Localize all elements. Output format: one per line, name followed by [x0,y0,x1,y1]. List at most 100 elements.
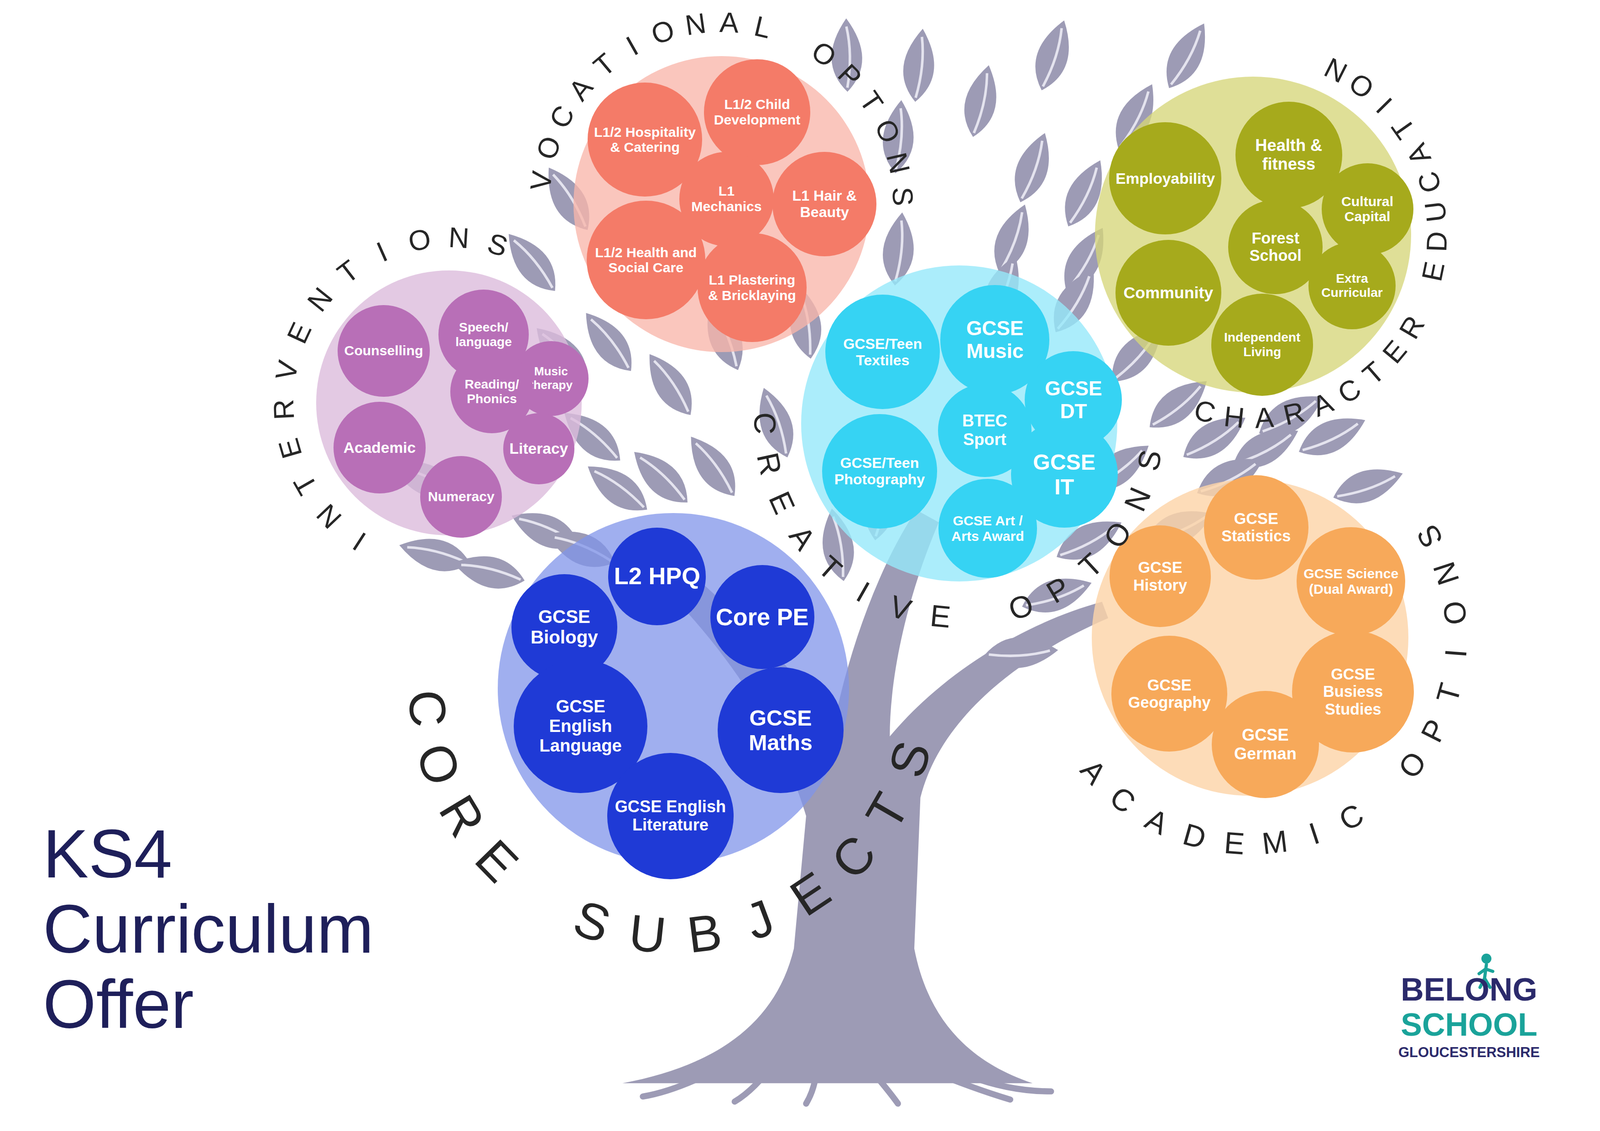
subject-label: Academic [343,439,416,457]
subject-circle: Community [1115,239,1222,347]
root [969,1076,1052,1093]
heading-letter: S [888,186,918,207]
heading-letter: E [781,863,839,925]
subject-label: L1/2 Child Development [710,96,805,128]
heading-letter [1409,291,1440,310]
heading-letter: V [271,358,303,383]
heading-letter: T [288,470,323,500]
heading-letter: T [588,48,621,82]
heading-letter: C [1190,395,1219,429]
leaf [623,441,699,514]
subject-label: GCSE Science (Dual Award) [1302,566,1400,598]
tree-roots [642,1061,1052,1105]
subject-circle: GCSE/Teen Photography [822,414,937,529]
subject-label: Community [1123,283,1214,303]
heading-letter: E [1222,827,1246,860]
option-group-circle: L2 HPQCore PEGCSE BiologyGCSE English La… [497,513,849,865]
heading-letter: I [852,576,875,608]
heading-letter: A [1308,387,1337,422]
heading-letter: J [739,891,781,949]
option-group-circle: GCSE/Teen TextilesGCSE MusicGCSE DTBTEC … [801,265,1118,582]
leaf [983,635,1059,671]
root [734,1061,776,1102]
subject-label: L1 Mechanics [685,183,767,215]
option-group-circle: GCSE StatisticsGCSE HistoryGCSE Science … [1091,479,1408,796]
subject-circle: Counselling [337,305,430,397]
logo-text: SCHOOL [1386,1009,1552,1042]
heading-letter: V [526,169,557,193]
subject-circle: L1/2 Health and Social Care [586,200,706,320]
heading-letter: N [448,223,471,253]
subject-circle: GCSE Science (Dual Award) [1296,527,1406,636]
subject-label: GCSE English Literature [613,797,727,835]
heading-letter: D [1179,818,1210,855]
subject-label: GCSE Maths [726,705,835,756]
subject-label: Cultural Capital [1328,193,1407,225]
subject-circle: Literacy [503,413,575,485]
subject-label: L1 Plastering & Bricklaying [703,272,801,304]
subject-circle: L2 HPQ [608,527,706,626]
heading-letter: B [684,906,725,961]
subject-label: GCSE/Teen Textiles [831,335,934,369]
heading-letter: O [407,737,469,792]
heading-letter: E [273,435,307,462]
heading-letter: T [854,86,889,118]
heading-letter: O [870,115,906,148]
subject-circle: GCSE Art / Arts Award [938,479,1038,579]
leaf [1005,127,1060,208]
subject-circle: GCSE English Literature [607,753,734,880]
heading-letter: C [400,687,455,730]
subject-label: Literacy [509,440,569,458]
heading-letter: T [332,255,365,289]
heading-letter: C [1332,373,1366,409]
subject-label: Counselling [344,343,424,359]
heading-letter: U [626,906,669,962]
heading-letter [1370,779,1398,809]
heading-letter: I [348,527,371,557]
heading-letter: L [751,11,774,43]
root [806,1066,817,1105]
heading-letter: E [282,318,317,348]
heading-letter: E [1377,335,1412,369]
subject-label: GCSE German [1219,726,1312,764]
heading-letter: N [683,8,709,40]
heading-letter: I [621,31,643,61]
subject-label: GCSE History [1116,558,1204,595]
subject-circle: GCSE Geography [1111,635,1228,752]
heading-letter: H [1222,401,1246,433]
subject-label: GCSE Biology [519,606,610,648]
option-group-circle: L1/2 Hospitality & Catering L1/2 Child De… [573,56,870,353]
heading-letter: R [1393,311,1429,344]
logo-text: GLOUCESTERSHIRE [1386,1045,1552,1060]
heading-letter: S [1411,520,1448,553]
subject-circle: Extra Curricular [1308,242,1396,330]
heading-letter: R [430,787,494,846]
logo-text: BELONG [1386,974,1552,1006]
heading-letter: C [1104,781,1142,819]
heading-letter: S [1132,447,1167,474]
subject-circle: L1/2 Child Development [703,59,811,166]
heading-letter: D [1422,230,1452,253]
subject-circle: L1 Hair & Beauty [772,151,877,257]
subject-circle: GCSE Statistics [1203,475,1309,580]
heading-letter: S [880,735,940,783]
heading-letter: O [531,133,566,164]
subject-circle: Academic [333,401,426,494]
heading-letter: A [563,72,599,106]
heading-letter: O [406,224,433,257]
option-group-circle: CounsellingSpeech/ languageMusic therapy… [316,270,582,537]
heading-letter: P [833,58,867,93]
leaf [449,548,529,596]
heading-letter: O [1343,67,1379,105]
page-title: KS4 Curriculum Offer [42,816,454,1043]
leaf [958,62,1004,141]
subject-label: GCSE Geography [1117,676,1221,712]
subject-label: GCSE/Teen Photography [828,454,931,488]
heading-letter [975,600,988,632]
heading-letter: P [1415,714,1453,747]
subject-label: BTEC Sport [945,411,1024,449]
heading-letter: I [1370,93,1397,119]
subject-label: L1/2 Hospitality & Catering [594,124,697,156]
heading-letter: N [302,282,338,317]
heading-letter: I [1305,817,1324,850]
